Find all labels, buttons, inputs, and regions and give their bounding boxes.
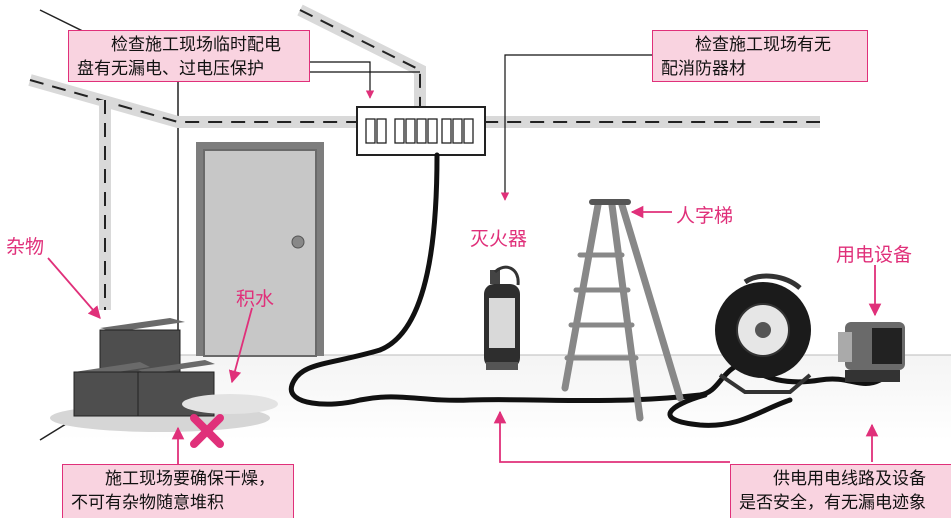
label-debris: 杂物 (6, 236, 45, 258)
door (196, 142, 324, 357)
power-equipment (838, 322, 905, 382)
label-standing-water: 积水 (236, 288, 275, 310)
callout-wiring-safety: 供电用电线路及设备 是否安全，有无漏电迹象 (730, 464, 951, 518)
label-power-equipment: 用电设备 (836, 244, 913, 266)
label-fire-extinguisher: 灭火器 (470, 228, 528, 250)
distribution-board (356, 106, 486, 156)
label-step-ladder: 人字梯 (676, 205, 734, 227)
leader-lines (305, 54, 652, 201)
callout-keep-dry: 施工现场要确保干燥， 不可有杂物随意堆积 (62, 464, 294, 518)
callout-fire-equipment: 检查施工现场有无 配消防器材 (652, 30, 868, 82)
pointer-arrows (47, 205, 882, 468)
callout-distribution-board: 检查施工现场临时配电 盘有无漏电、过电压保护 (68, 30, 310, 82)
cable-reel (715, 273, 812, 394)
warning-x-icon (190, 414, 224, 448)
water-puddle (182, 394, 278, 414)
fire-extinguisher-icon (484, 265, 520, 370)
step-ladder (561, 199, 684, 422)
